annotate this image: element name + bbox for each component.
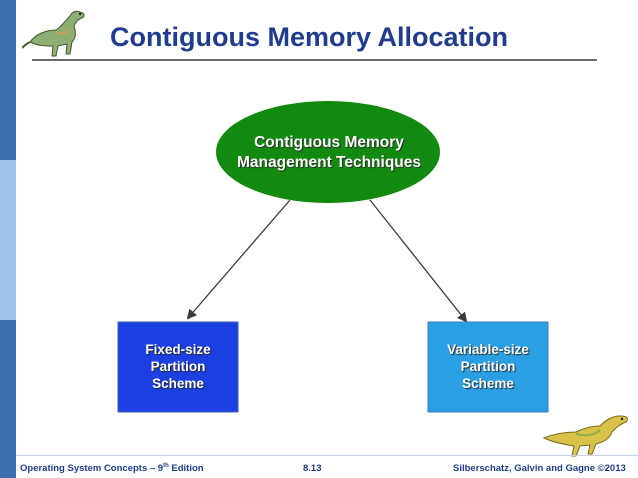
box-label-line: Variable-size (447, 342, 529, 357)
root-label-line: Management Techniques (236, 154, 422, 171)
root-node-label: Contiguous Memory Management Techniques (218, 133, 440, 173)
sidebar-segment (0, 160, 16, 320)
footer-superscript: th (163, 463, 169, 469)
slide-title: Contiguous Memory Allocation (110, 22, 508, 52)
arrow-to-fixed (186, 199, 291, 320)
footer-copyright: Silberschatz, Galvin and Gagne ©2013 (453, 463, 626, 474)
dinosaur-icon (542, 415, 629, 457)
dinosaur-icon (22, 10, 85, 57)
footer-book-title-suffix: Edition (168, 463, 204, 475)
footer-book-title: Operating System Concepts – 9th Edition (20, 463, 204, 474)
footer-book-title-text: Operating System Concepts – 9 (20, 463, 164, 475)
box-label-line: Fixed-size (145, 342, 211, 357)
box-label-line: Scheme (152, 376, 204, 391)
root-label-line: Contiguous Memory (254, 134, 404, 151)
variable-partition-box (427, 321, 549, 413)
root-oval (216, 101, 440, 203)
box-label-line: Partition (150, 359, 206, 374)
footer-divider (16, 455, 638, 456)
footer-page-number: 8.13 (303, 463, 322, 474)
title-divider (32, 59, 597, 61)
fixed-partition-box (117, 321, 239, 413)
box-label-line: Scheme (462, 376, 514, 391)
arrow-to-variable (369, 199, 468, 323)
sidebar-segment (0, 0, 16, 160)
sidebar-segment (0, 320, 16, 478)
box-label-line: Partition (460, 359, 516, 374)
sidebar-decoration (0, 0, 16, 478)
